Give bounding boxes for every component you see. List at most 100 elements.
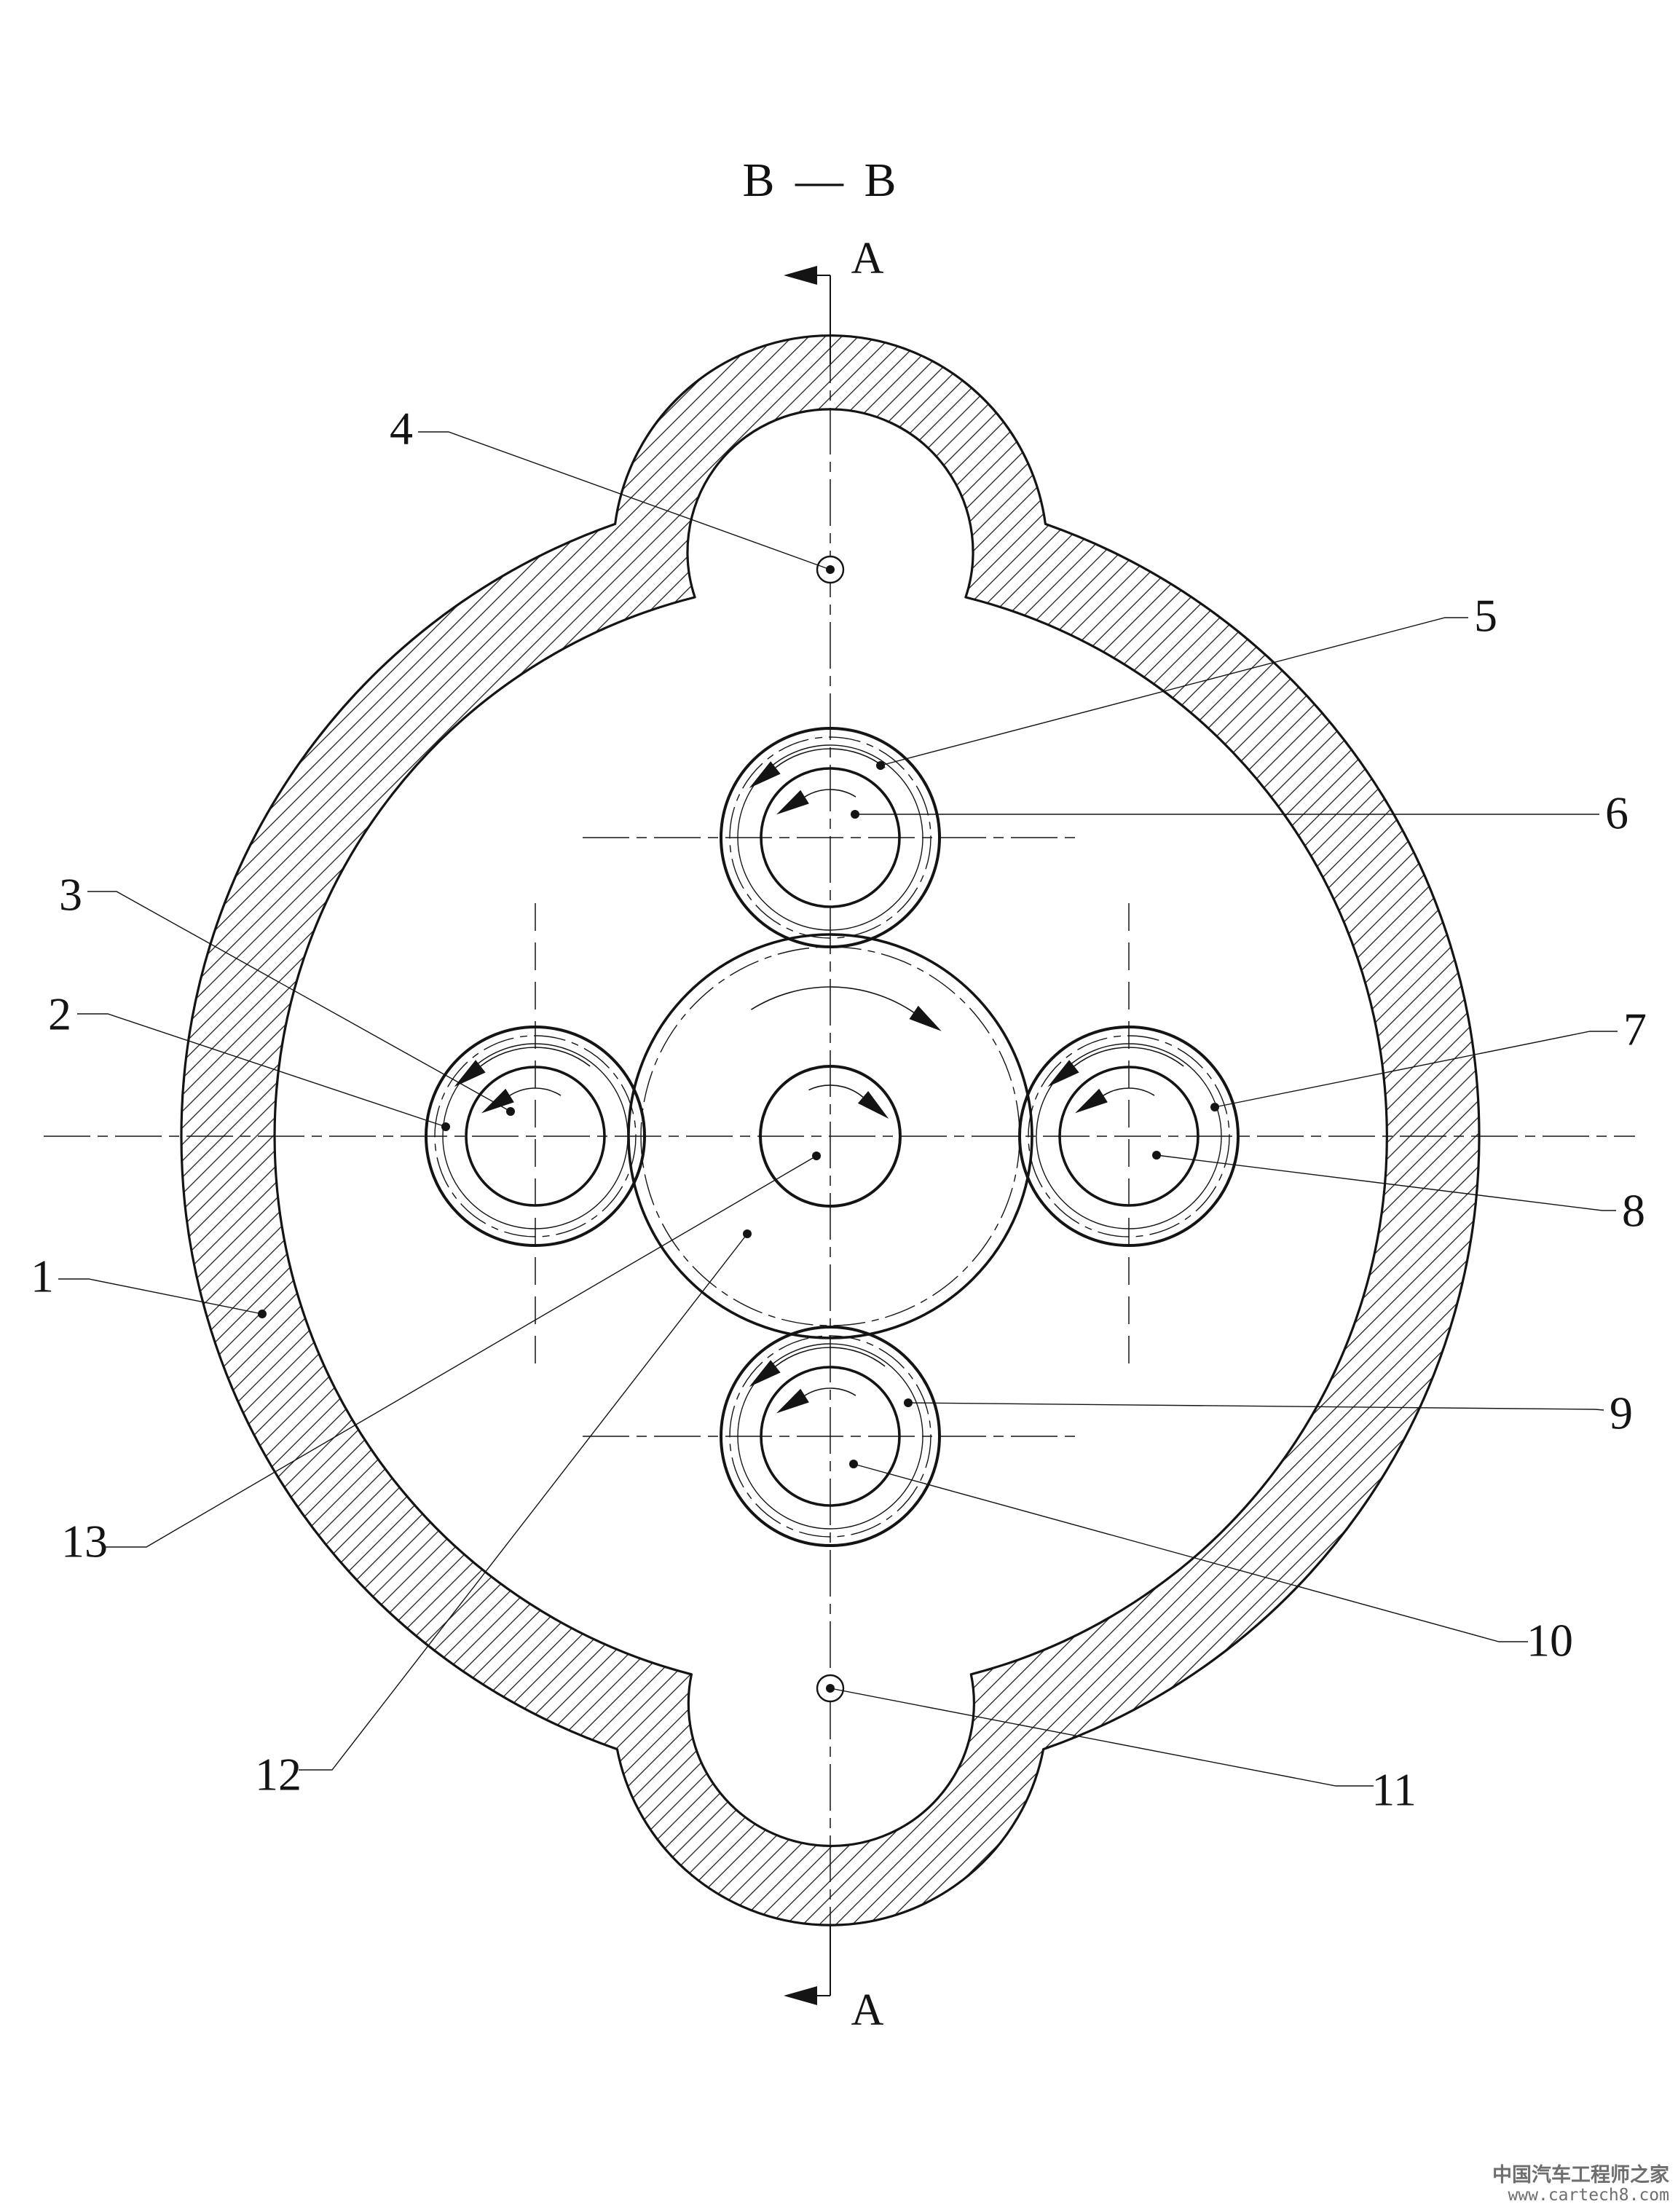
rotation-arc	[509, 1087, 562, 1096]
part-label-11: 11	[826, 1684, 1417, 1816]
north-satellite-gear	[720, 727, 941, 948]
section-letter-text: A	[851, 234, 884, 283]
rotation-arrowhead-icon	[909, 1005, 942, 1031]
leader-dot	[849, 1460, 858, 1468]
part-label-3: 3	[59, 869, 515, 1116]
leader-dot	[743, 1229, 752, 1238]
leader-line	[77, 1013, 446, 1127]
leader-line	[907, 1402, 1604, 1411]
leader-dot	[1152, 1151, 1161, 1160]
west-satellite-gear-circle-r95	[465, 1066, 606, 1207]
pump-housing-section	[180, 334, 1481, 1926]
north-satellite-gear-circle-r150	[720, 727, 941, 948]
leader-line	[830, 1688, 1374, 1787]
leader-line	[58, 1278, 263, 1315]
part-label-8: 8	[1152, 1151, 1645, 1237]
leader-line	[1156, 1154, 1616, 1211]
rotation-arc	[1074, 1047, 1184, 1067]
rotation-arrowhead-icon	[776, 790, 809, 815]
leader-dot	[826, 565, 835, 574]
part-number-text: 6	[1605, 787, 1628, 839]
leader-dot	[258, 1310, 267, 1318]
section-arrowhead-icon	[784, 266, 817, 285]
leader-line	[853, 1463, 1528, 1642]
watermark-site-url: www.cartech8.com	[1508, 2185, 1669, 2205]
east-satellite-gear-circle-r95	[1058, 1066, 1200, 1207]
west-satellite-gear-circle-r138	[434, 1035, 637, 1237]
south-satellite-gear-circle-r127	[737, 1343, 923, 1530]
leader-dot	[506, 1107, 515, 1116]
rotation-arc	[480, 1047, 591, 1067]
leader-dot	[1210, 1103, 1219, 1111]
watermark: 中国汽车工程师之家 www.cartech8.com	[1492, 2164, 1669, 2205]
part-label-6: 6	[851, 787, 1628, 839]
rotation-arrowhead-icon	[749, 761, 781, 789]
north-satellite-gear-circle-r138	[729, 736, 931, 939]
part-number-text: 2	[48, 988, 71, 1040]
rotation-arrowhead-icon	[749, 1360, 781, 1388]
part-label-4: 4	[390, 403, 835, 574]
central-gear-circle-r96	[759, 1065, 902, 1208]
south-satellite-gear-circle-r95	[760, 1366, 901, 1507]
part-number-text: 11	[1371, 1764, 1417, 1816]
rotation-arrowhead-icon	[1075, 1088, 1108, 1114]
rotation-arrowhead-icon	[776, 1388, 809, 1414]
part-number-text: 1	[31, 1251, 54, 1302]
section-arrowhead-icon	[784, 1986, 817, 2005]
leader-dot	[812, 1152, 821, 1160]
west-satellite-gear-circle-r127	[442, 1043, 629, 1229]
part-label-13: 13	[61, 1152, 821, 1567]
part-label-12: 12	[255, 1229, 752, 1800]
rotation-arrowhead-icon	[454, 1060, 486, 1087]
leader-dot	[851, 810, 859, 819]
part-label-2: 2	[48, 988, 450, 1131]
part-number-text: 13	[61, 1516, 108, 1567]
section-arrow-bottom: A	[784, 1926, 884, 2035]
rotation-arc	[775, 1347, 886, 1367]
rotation-arrowhead-icon	[857, 1090, 889, 1119]
leader-dot	[876, 761, 885, 770]
west-satellite-gear	[425, 1026, 646, 1247]
part-number-text: 7	[1623, 1004, 1647, 1055]
part-label-1: 1	[31, 1251, 267, 1318]
section-view-title: B — B	[742, 154, 901, 207]
rotation-arc	[804, 789, 856, 798]
rotation-arrowhead-icon	[481, 1088, 514, 1114]
rotation-arc	[775, 748, 886, 768]
east-satellite-gear-circle-r150	[1018, 1026, 1240, 1247]
part-label-9: 9	[904, 1388, 1633, 1439]
south-satellite-gear-circle-r138	[729, 1335, 931, 1538]
leader-line	[418, 431, 831, 570]
part-label-5: 5	[876, 590, 1497, 770]
part-label-10: 10	[849, 1460, 1573, 1666]
central-gear-circle-r277	[627, 933, 1033, 1339]
section-arrow-top: A	[784, 234, 884, 364]
leader-line	[880, 617, 1468, 766]
east-satellite-gear-circle-r127	[1036, 1043, 1222, 1229]
leader-dot	[826, 1684, 835, 1693]
leader-line	[1214, 1031, 1618, 1108]
part-label-7: 7	[1210, 1004, 1647, 1111]
watermark-site-name: 中国汽车工程师之家	[1492, 2164, 1669, 2186]
north-satellite-gear-circle-r127	[737, 744, 923, 931]
rotation-arc	[1103, 1087, 1155, 1096]
west-satellite-gear-circle-r150	[425, 1026, 646, 1247]
east-satellite-gear	[1018, 1026, 1240, 1247]
leader-line	[103, 1155, 817, 1548]
part-number-text: 10	[1527, 1615, 1573, 1666]
part-number-text: 12	[255, 1749, 302, 1800]
leader-dot	[904, 1398, 913, 1407]
part-number-text: 8	[1622, 1185, 1645, 1237]
section-letter-text: A	[851, 1985, 884, 2035]
south-satellite-gear	[720, 1326, 941, 1547]
part-number-text: 9	[1610, 1388, 1633, 1439]
rotation-arrowhead-icon	[1047, 1060, 1079, 1087]
south-satellite-gear-circle-r150	[720, 1326, 941, 1547]
rotation-arc	[750, 986, 915, 1013]
part-number-text: 5	[1474, 590, 1497, 642]
north-satellite-gear-circle-r95	[760, 767, 901, 908]
east-satellite-gear-circle-r138	[1028, 1035, 1230, 1237]
leader-line	[299, 1233, 748, 1771]
